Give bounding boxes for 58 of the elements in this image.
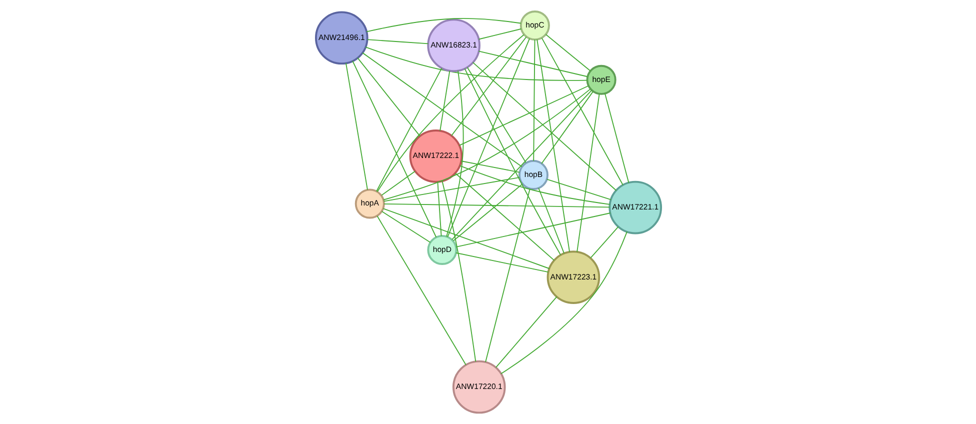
- connector: [382, 208, 550, 270]
- connector: [466, 66, 526, 164]
- connector: [439, 70, 450, 132]
- node-circle: ANW16823.1: [426, 18, 480, 72]
- node-circle: hopE: [586, 64, 616, 95]
- connector: [478, 28, 522, 40]
- connector: [366, 39, 428, 44]
- connector: [464, 68, 561, 256]
- connector: [344, 62, 368, 190]
- node-circle: hopC: [519, 10, 550, 41]
- connector: [356, 57, 420, 137]
- node-circle: ANW17221.1: [608, 180, 662, 234]
- connector: [532, 39, 535, 162]
- connector: [540, 38, 623, 186]
- connector: [446, 70, 464, 237]
- connector: [436, 181, 442, 236]
- connector: [451, 90, 592, 240]
- node-circle: ANW17220.1: [452, 360, 506, 414]
- connector: [376, 216, 466, 366]
- connector: [452, 184, 522, 242]
- connector: [478, 50, 588, 78]
- connector: [538, 188, 564, 254]
- node-circle: ANW21496.1: [314, 11, 368, 65]
- connector: [455, 252, 548, 273]
- node-circle: hopB: [518, 160, 548, 190]
- connector: [376, 34, 524, 192]
- connector: [494, 296, 557, 368]
- connector: [383, 203, 610, 208]
- connector: [450, 36, 526, 136]
- connector: [460, 160, 520, 173]
- connector: [458, 85, 588, 146]
- connector: [546, 178, 611, 200]
- connector: [382, 88, 590, 200]
- connector: [380, 210, 430, 243]
- connector: [544, 34, 590, 72]
- node-circle: hopD: [426, 234, 457, 266]
- connector: [446, 38, 530, 238]
- node-circle: hopA: [354, 188, 384, 219]
- connector: [576, 94, 600, 252]
- connector: [484, 188, 530, 362]
- connector: [500, 231, 627, 374]
- connector: [376, 68, 442, 192]
- connector: [352, 60, 436, 238]
- connector: [454, 172, 554, 261]
- node-circle: ANW17222.1: [408, 130, 462, 183]
- connector: [364, 46, 588, 81]
- connector: [382, 176, 520, 202]
- connector: [458, 165, 610, 205]
- connector: [441, 180, 476, 362]
- connector: [366, 18, 521, 32]
- connector: [590, 226, 618, 258]
- connector: [380, 170, 416, 196]
- connector: [540, 91, 593, 164]
- connector: [536, 38, 570, 252]
- connector: [604, 93, 629, 184]
- connector: [362, 52, 522, 168]
- connector: [455, 212, 610, 248]
- node-circle: ANW17223.1: [546, 250, 600, 304]
